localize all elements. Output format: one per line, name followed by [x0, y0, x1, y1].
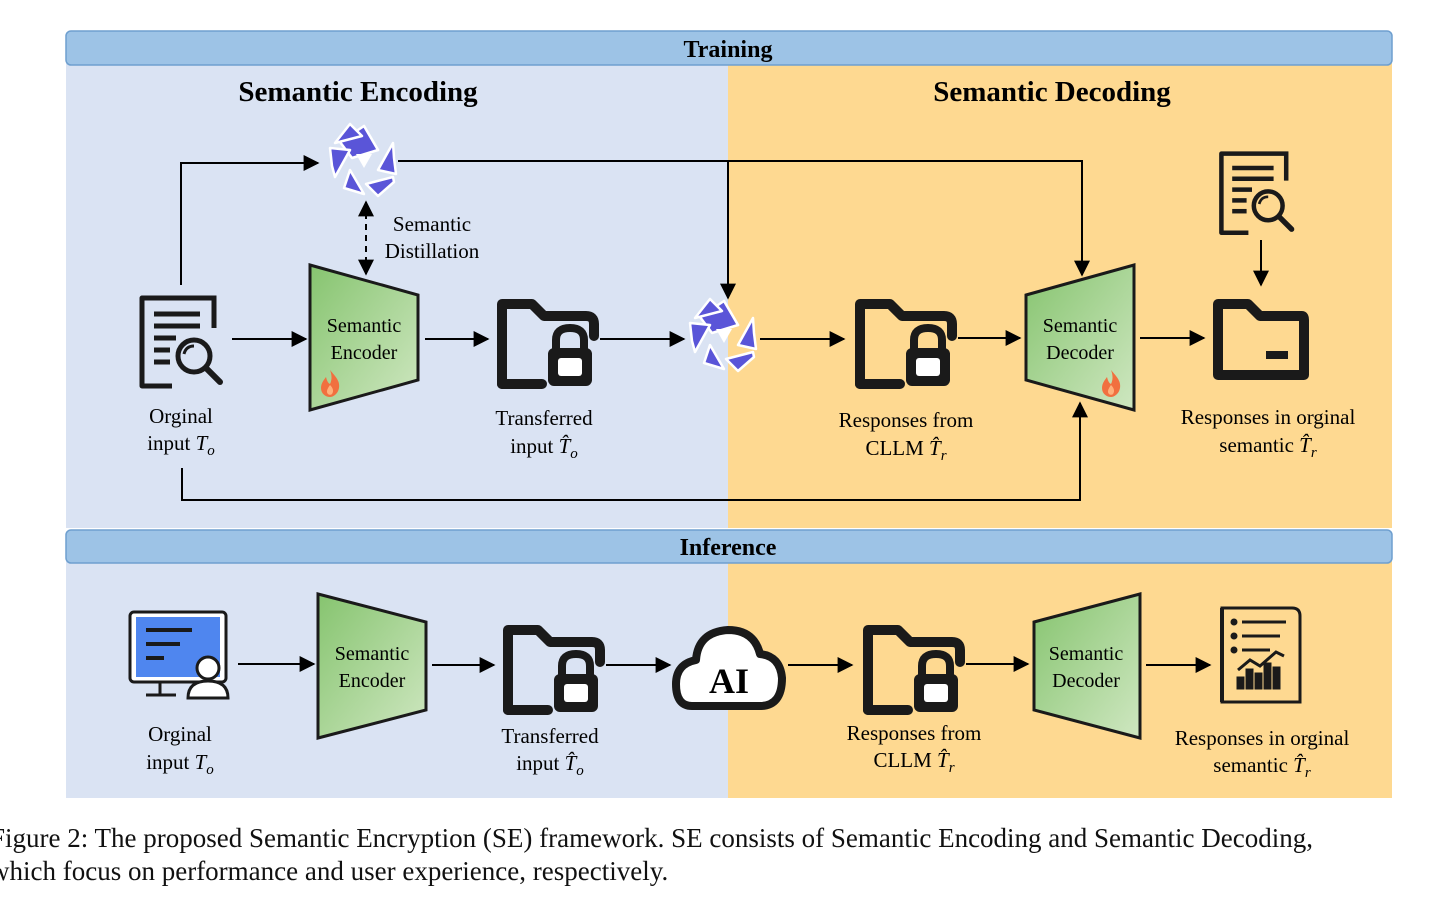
- semantic-encoder-training: [308, 263, 420, 412]
- decoder-training-line1: Semantic: [1043, 315, 1118, 337]
- caption-line2: which focus on performance and user expe…: [0, 856, 669, 886]
- cllm-response-inference-line1: Responses from: [847, 721, 982, 745]
- output-folder-icon: [1213, 299, 1309, 380]
- encoder-training-line1: Semantic: [327, 315, 402, 337]
- final-response-inference-line1: Responses in orginal: [1175, 726, 1350, 750]
- semantic-decoder-training: [1024, 263, 1136, 412]
- cllm-response-training-line1: Responses from: [839, 408, 974, 432]
- transferred-input-training-line2: input T̂o: [510, 434, 578, 462]
- encoder-training-line2: Encoder: [331, 342, 398, 364]
- transferred-input-inference-line2: input T̂o: [516, 751, 584, 779]
- distillation-label-line1: Semantic: [393, 212, 471, 236]
- transferred-input-inference-line1: Transferred: [501, 724, 599, 748]
- report-chart-icon: [1220, 606, 1302, 704]
- cllm-response-training-line2: CLLM T̂r: [865, 436, 946, 464]
- ai-cloud-icon: AI: [672, 626, 786, 710]
- final-response-inference-line2: semantic T̂r: [1213, 753, 1311, 781]
- decoder-inference-line1: Semantic: [1049, 643, 1124, 665]
- semantic-decoding-title: Semantic Decoding: [933, 76, 1171, 108]
- original-input-inference-line2: input To: [146, 750, 214, 778]
- figure-caption: Figure 2: The proposed Semantic Encrypti…: [0, 822, 1456, 888]
- final-response-training-line1: Responses in orginal: [1181, 405, 1356, 429]
- encoder-inference-line2: Encoder: [339, 670, 406, 692]
- decoder-inference-line2: Decoder: [1052, 670, 1120, 692]
- training-banner-label: Training: [684, 37, 773, 63]
- monitor-user-icon: [128, 610, 230, 700]
- connector-teacher-to-decoder: [398, 160, 1090, 277]
- semantic-encoder-inference: [316, 592, 428, 740]
- semantic-encoding-title: Semantic Encoding: [238, 76, 478, 108]
- original-input-training-line2: input To: [147, 431, 215, 459]
- connector-input-to-decoder-bottom: [181, 401, 1088, 501]
- inference-banner: [65, 529, 1393, 564]
- encoder-inference-line1: Semantic: [335, 643, 410, 665]
- cllm-response-inference-line2: CLLM T̂r: [873, 748, 954, 776]
- semantic-decoder-inference: [1032, 592, 1142, 740]
- inference-banner-label: Inference: [680, 535, 777, 561]
- training-banner: [65, 30, 1393, 66]
- transferred-input-training-line1: Transferred: [495, 406, 593, 430]
- decoder-training-line2: Decoder: [1046, 342, 1114, 364]
- final-response-training-line2: semantic T̂r: [1219, 433, 1317, 461]
- original-input-inference-line1: Orginal: [148, 722, 212, 746]
- ai-cloud-label: AI: [709, 661, 749, 701]
- caption-line1: Figure 2: The proposed Semantic Encrypti…: [0, 823, 1313, 853]
- original-input-training-line1: Orginal: [149, 404, 213, 428]
- distillation-label-line2: Distillation: [385, 239, 480, 263]
- connector-input-to-teacher: [180, 155, 320, 285]
